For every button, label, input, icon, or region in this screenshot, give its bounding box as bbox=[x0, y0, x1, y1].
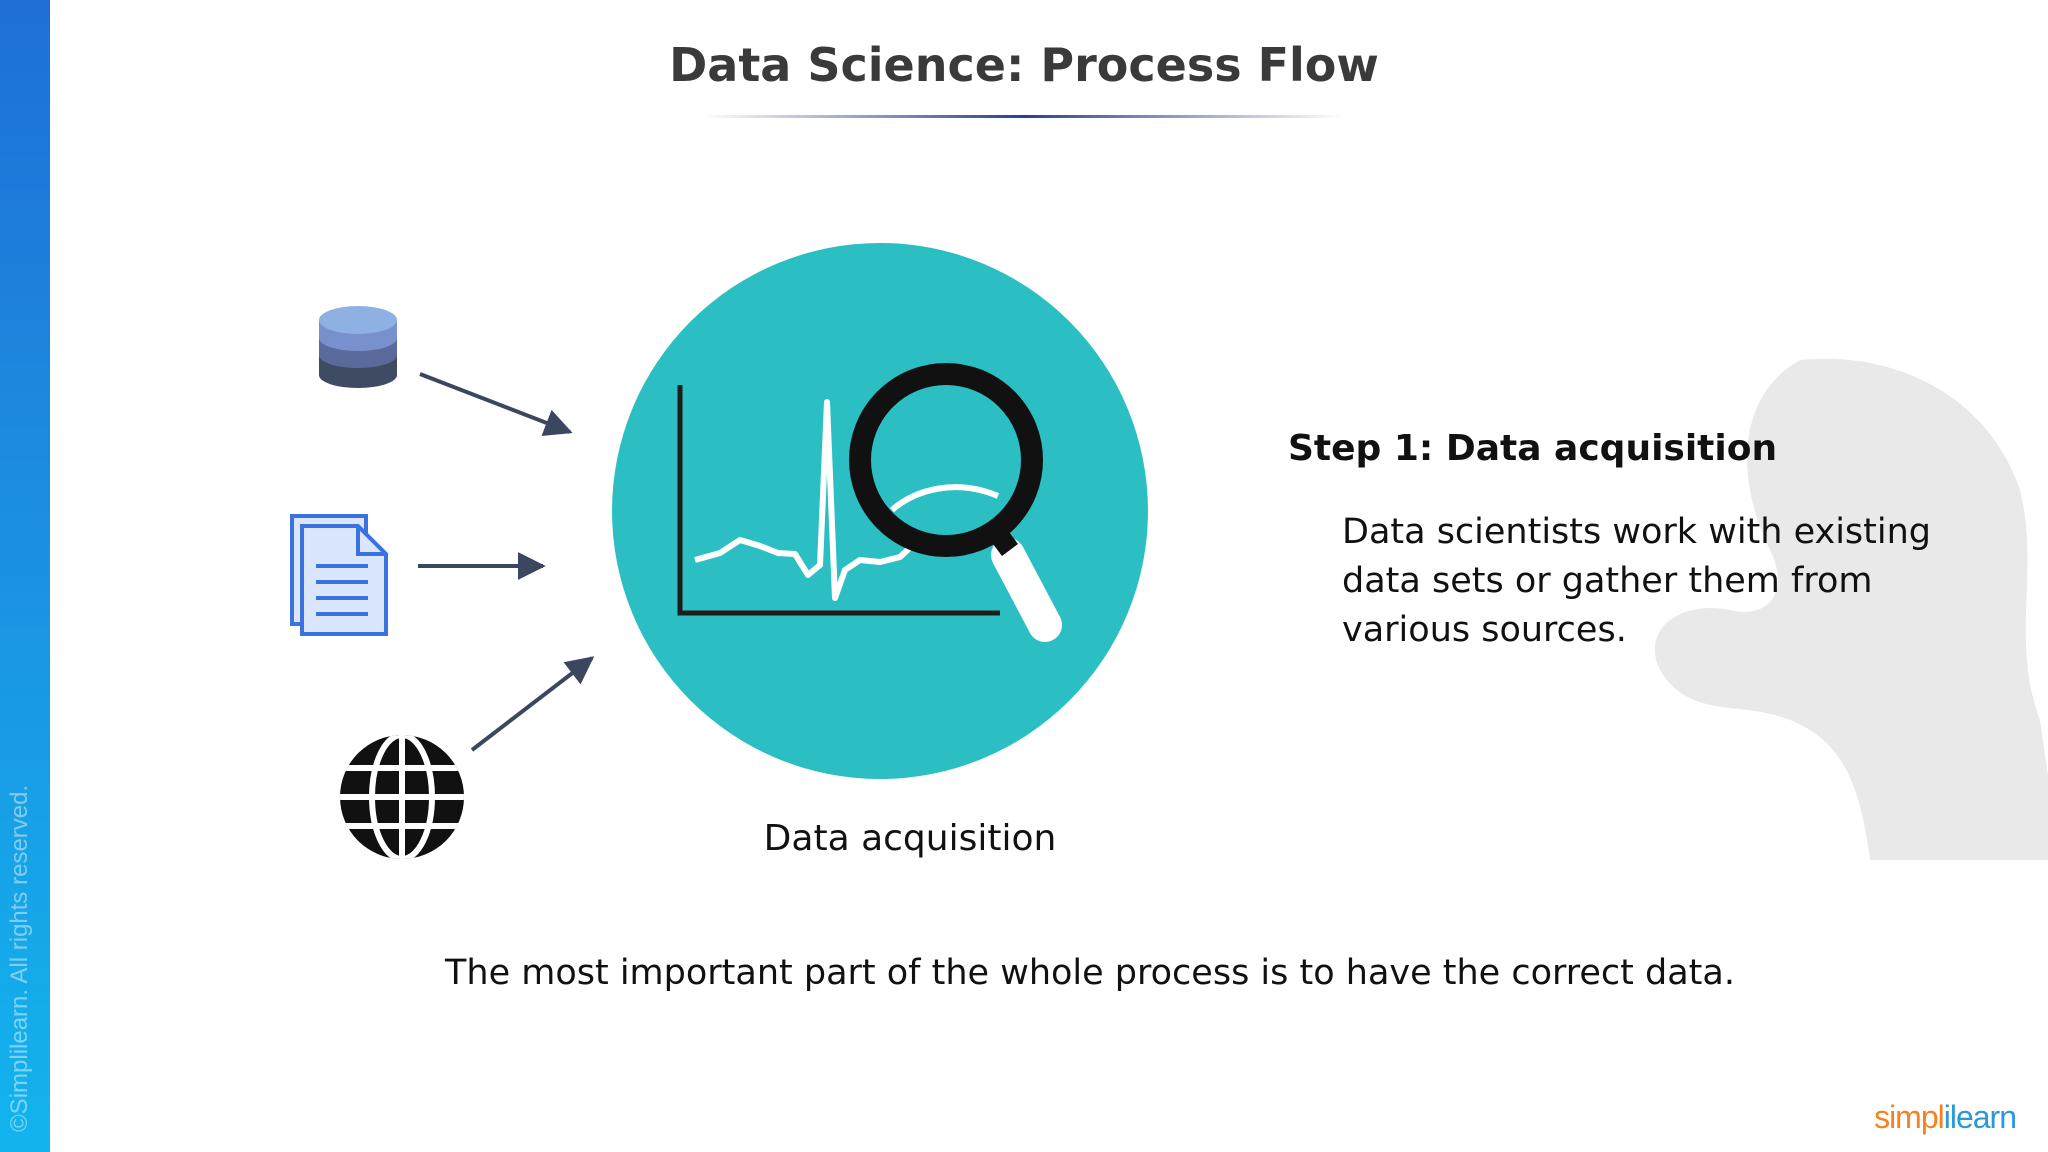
step-title: Step 1: Data acquisition bbox=[1288, 428, 1778, 469]
slide-title: Data Science: Process Flow bbox=[669, 38, 1379, 92]
circle-caption: Data acquisition bbox=[763, 818, 1057, 859]
robot-watermark-image bbox=[1654, 358, 2048, 860]
simplilearn-logo: simplilearn bbox=[1874, 1099, 2017, 1135]
title-underline bbox=[703, 115, 1343, 118]
arrow-database bbox=[419, 372, 573, 436]
document-icon bbox=[290, 514, 388, 636]
chart-magnifier-icon bbox=[612, 243, 1148, 779]
bottom-note: The most important part of the whole pro… bbox=[445, 953, 1735, 993]
globe-icon bbox=[340, 735, 464, 859]
database-icon bbox=[319, 306, 397, 388]
arrow-internet bbox=[470, 656, 595, 752]
left-accent-bar: ©Simplilearn. All rights reserved. bbox=[0, 0, 50, 1152]
step-description: Data scientists work with existing data … bbox=[1342, 512, 1932, 650]
